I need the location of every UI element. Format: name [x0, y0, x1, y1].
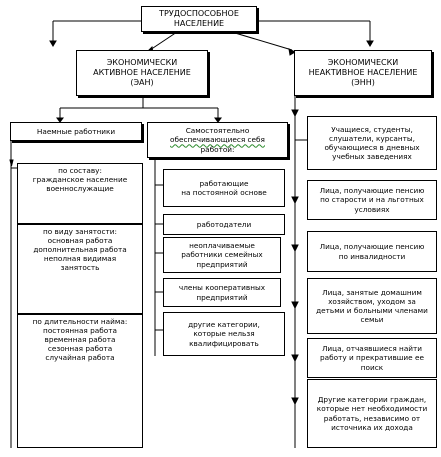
- self-item-permanent: работающие на постоянной основе: [163, 169, 285, 207]
- arrowhead: [291, 301, 299, 310]
- inactive-item-discouraged: Лица, отчаявшиеся найти работу и прекрат…: [307, 338, 437, 378]
- arrowhead: [288, 48, 297, 56]
- arrowhead: [291, 196, 299, 205]
- active-population-box: ЭКОНОМИЧЕСКИ АКТИВНОЕ НАСЕЛЕНИЕ (ЭАН): [76, 50, 208, 96]
- inactive-item-old-age-pension: Лица, получающие пенсию по старости и на…: [307, 180, 437, 220]
- arrowhead: [291, 244, 299, 253]
- self-item-cooperative: члены кооперативных предприятий: [163, 278, 281, 307]
- hired-workers-box: Наемные работники: [10, 122, 142, 141]
- inactive-item-other: Другие категории граждан, которые нет не…: [307, 379, 437, 448]
- arrowhead: [49, 40, 57, 47]
- self-item-employers: работодатели: [163, 214, 285, 235]
- self-employed-box: Самостоятельно обеспечивающиеся себя раб…: [147, 122, 288, 158]
- inactive-item-disability-pension: Лица, получающие пенсию по инвалидности: [307, 231, 437, 272]
- root-box: ТРУДОСПОСОБНОЕ НАСЕЛЕНИЕ: [141, 6, 257, 32]
- self-employed-line: работой:: [200, 144, 235, 154]
- arrowhead: [56, 117, 64, 123]
- connector-line: [149, 29, 181, 51]
- self-employed-line: обеспечивающиеся себя: [170, 135, 265, 145]
- arrowhead: [366, 40, 374, 47]
- arrowhead: [214, 117, 222, 123]
- connector-line: [224, 29, 293, 51]
- hired-item-composition: по составу: гражданское население военно…: [17, 163, 143, 224]
- self-employed-line: Самостоятельно: [185, 126, 250, 136]
- hired-item-employment-type: по виду занятости: основная работа допол…: [17, 224, 143, 314]
- self-item-cooperative-text: члены кооперативных предприятий: [178, 283, 266, 302]
- arrowhead: [9, 159, 14, 167]
- hired-item-duration: по длительности найма: постоянная работа…: [17, 314, 143, 448]
- arrowhead: [291, 354, 299, 363]
- inactive-population-box: ЭКОНОМИЧЕСКИ НЕАКТИВНОЕ НАСЕЛЕНИЕ (ЭНН): [294, 50, 432, 96]
- self-item-unpaid-family: неоплачиваемые работники семейных предпр…: [163, 237, 281, 273]
- self-item-other: другие категории, которые нельзя квалифи…: [163, 312, 285, 356]
- arrowhead: [291, 109, 299, 118]
- inactive-item-household: Лица, занятые домашним хозяйством, уходо…: [307, 278, 437, 334]
- inactive-item-students: Учащиеся, студенты, слушатели, курсанты,…: [307, 116, 437, 170]
- arrowhead: [291, 397, 299, 406]
- hired-item-text: по виду занятости: основная работа допол…: [33, 227, 127, 273]
